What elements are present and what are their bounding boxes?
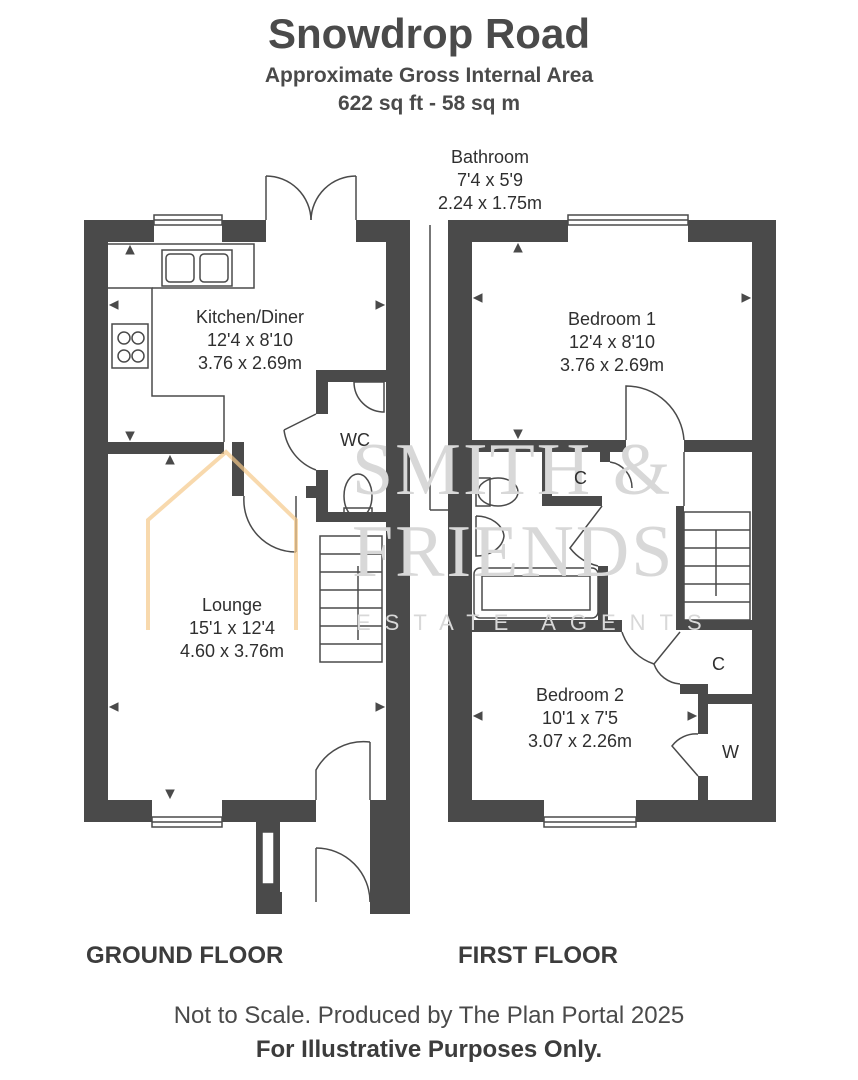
gross-area: 622 sq ft - 58 sq m (337, 92, 521, 115)
area-subtitle: Approximate Gross Internal Area (264, 64, 594, 87)
room-wardrobe: W (722, 742, 739, 762)
room-bedroom-1: Bedroom 1 12'4 x 8'10 3.76 x 2.69m (512, 308, 712, 377)
footer-illustrative: For Illustrative Purposes Only. (255, 1036, 603, 1063)
room-cupboard-1: C (574, 468, 587, 488)
first-floor-walls (448, 220, 776, 822)
room-bedroom-2: Bedroom 2 10'1 x 7'5 3.07 x 2.26m (480, 684, 680, 753)
room-imperial: 10'1 x 7'5 (542, 708, 618, 728)
ground-floor-walls (84, 220, 410, 914)
room-name: Bathroom (450, 147, 530, 167)
room-lounge: Lounge 15'1 x 12'4 4.60 x 3.76m (132, 594, 332, 663)
dimension-markers (108, 242, 752, 800)
room-imperial: 15'1 x 12'4 (189, 618, 275, 638)
room-name: Kitchen/Diner (195, 307, 305, 327)
room-name: Bedroom 2 (535, 685, 625, 705)
room-imperial: 7'4 x 5'9 (457, 170, 523, 190)
room-name: Lounge (201, 595, 263, 615)
watermark-line2: FRIENDS (352, 511, 675, 593)
first-floor-label: FIRST FLOOR (458, 942, 618, 969)
room-name: Bedroom 1 (567, 309, 657, 329)
watermark-house-outline (146, 449, 298, 630)
room-bathroom: Bathroom 7'4 x 5'9 2.24 x 1.75m (390, 146, 590, 215)
room-imperial: 12'4 x 8'10 (569, 332, 655, 352)
watermark-line3: ESTATE AGENTS (356, 610, 716, 635)
room-cupboard-2: C (712, 654, 725, 674)
ground-floor-windows (108, 175, 385, 903)
ground-floor-label: GROUND FLOOR (86, 942, 284, 969)
footer-disclaimer: Not to Scale. Produced by The Plan Porta… (173, 1002, 685, 1029)
room-metric: 4.60 x 3.76m (179, 641, 285, 661)
watermark-line1: SMITH & (352, 429, 673, 511)
first-floor-fixtures (429, 214, 751, 828)
room-imperial: 12'4 x 8'10 (207, 330, 293, 350)
page-title: Snowdrop Road (268, 10, 590, 57)
room-metric: 2.24 x 1.75m (437, 193, 543, 213)
room-metric: 3.07 x 2.26m (527, 731, 633, 751)
room-metric: 3.76 x 2.69m (559, 355, 665, 375)
room-metric: 3.76 x 2.69m (197, 353, 303, 373)
room-kitchen-diner: Kitchen/Diner 12'4 x 8'10 3.76 x 2.69m (150, 306, 350, 375)
room-wc: WC (340, 430, 370, 450)
